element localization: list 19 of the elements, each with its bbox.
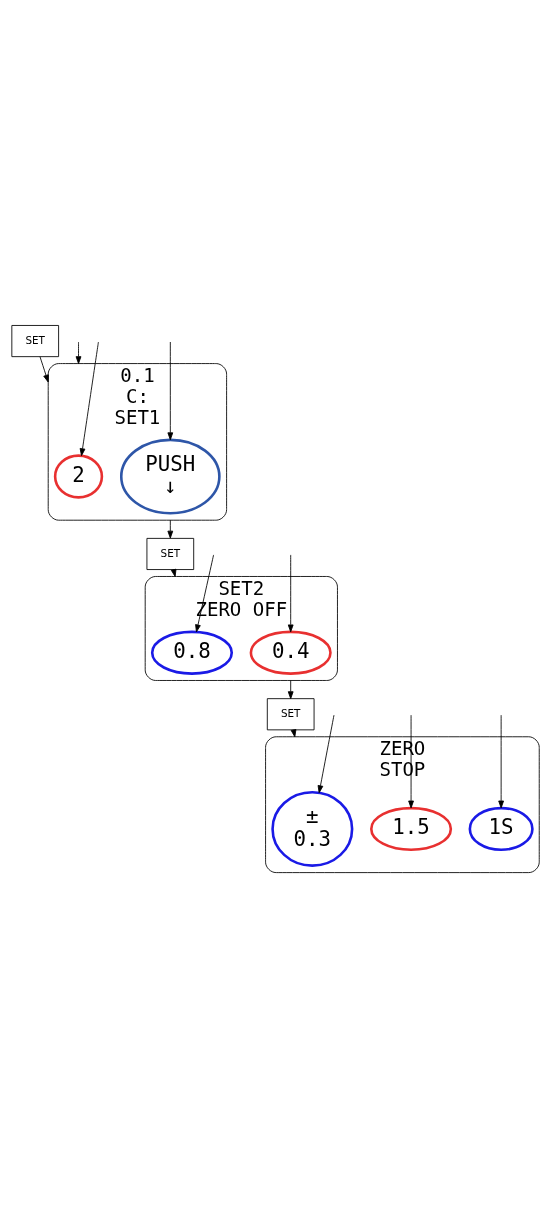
arrow [167,519,174,539]
arrow [287,554,294,633]
arrow [79,341,99,457]
arrow [317,714,335,794]
arrow [39,356,49,383]
node-circle: ± 0.3 [271,790,354,867]
arrow [195,554,215,633]
node-box: SET [11,325,60,358]
node-ellipse: 2 [53,454,104,499]
node-ellipse: PUSH ↓ [119,438,221,515]
arrow [167,341,174,441]
node-ellipse: 0.8 [150,630,234,675]
node-ellipse: 1S [468,806,534,852]
node-ellipse: 0.4 [249,630,332,675]
arrow [498,714,504,809]
arrow [75,341,82,364]
node-ellipse: 1.5 [370,806,453,852]
arrow [408,714,414,809]
arrow [287,680,294,700]
